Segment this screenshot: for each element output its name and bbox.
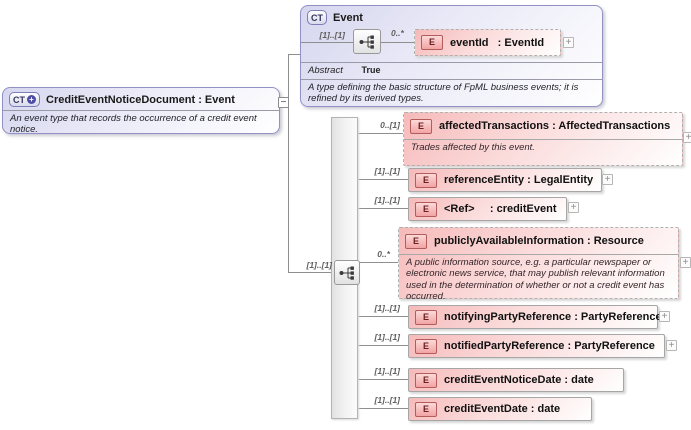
type-name: CreditEventNoticeDocument : Event — [46, 93, 235, 106]
cardinality-label: [1]..[1] — [374, 332, 401, 342]
sequence-glyph — [339, 266, 354, 280]
connector-line — [301, 42, 353, 43]
element-label: referenceEntity : LegalEntity — [444, 174, 594, 186]
element-icon: E — [415, 172, 437, 188]
abstract-value: True — [361, 65, 381, 75]
element-label: creditEventNoticeDate : date — [444, 374, 594, 386]
cardinality-label: 0..[1] — [380, 120, 400, 130]
cardinality-label: [1]..[1] — [374, 166, 401, 176]
element-icon: E — [421, 35, 443, 50]
connector-line — [358, 345, 409, 346]
connector-line — [288, 272, 335, 273]
element-label: notifiedPartyReference : PartyReference — [444, 340, 655, 352]
collapse-button[interactable]: − — [278, 97, 289, 108]
element-icon: E — [415, 372, 437, 388]
element-notifyingPartyReference[interactable]: E notifyingPartyReference : PartyReferen… — [408, 305, 662, 329]
cardinality-label: [1]..[1] — [374, 303, 401, 313]
connector-line — [381, 42, 414, 43]
connector-line — [358, 379, 409, 380]
expand-button[interactable]: + — [680, 257, 691, 268]
cardinality-label: [1]..[1] — [374, 195, 401, 205]
sequence-icon[interactable] — [334, 260, 360, 285]
element-icon: E — [415, 309, 437, 325]
expand-button[interactable]: + — [602, 174, 613, 185]
connector-line — [358, 408, 409, 409]
element-label: eventId : EventId — [450, 36, 545, 49]
complex-type-icon: CT — [307, 10, 327, 25]
cardinality-label: [1]..[1] — [306, 260, 333, 270]
derivation-plus-icon: + — [27, 95, 36, 104]
element-icon: E — [415, 401, 437, 417]
connector-line — [358, 316, 409, 317]
cardinality-label: [1]..[1] — [319, 30, 346, 40]
connector-line — [358, 262, 399, 263]
element-referenceEntity[interactable]: E referenceEntity : LegalEntity — [408, 168, 602, 192]
connector-line — [288, 54, 301, 55]
sequence-icon[interactable] — [353, 29, 381, 54]
element-eventId[interactable]: E eventId : EventId — [414, 29, 561, 56]
derived-complex-type-icon: CT + — [9, 92, 40, 107]
connector-line — [358, 179, 409, 180]
expand-button[interactable]: + — [563, 37, 574, 48]
expand-button[interactable]: + — [568, 202, 579, 213]
expand-button[interactable]: + — [659, 311, 670, 322]
element-annotation: Trades affected by this event. — [404, 139, 682, 156]
complex-type-creditEventNoticeDocument[interactable]: CT + CreditEventNoticeDocument : Event A… — [2, 87, 280, 135]
abstract-label: Abstract — [308, 65, 343, 76]
element-annotation: A public information source, e.g. a part… — [399, 254, 678, 306]
element-label: <Ref> : creditEvent — [444, 203, 557, 215]
expand-button[interactable]: + — [666, 340, 677, 351]
cardinality-label: 0..* — [391, 28, 404, 38]
element-icon: E — [410, 118, 432, 134]
element-label: creditEventDate : date — [444, 403, 561, 415]
element-notifiedPartyReference[interactable]: E notifiedPartyReference : PartyReferenc… — [408, 334, 665, 358]
cardinality-label: [1]..[1] — [374, 366, 401, 376]
element-creditEventNoticeDate[interactable]: E creditEventNoticeDate : date — [408, 368, 624, 392]
element-icon: E — [405, 233, 427, 249]
element-creditEvent-ref[interactable]: E <Ref> : creditEvent — [408, 197, 567, 221]
element-creditEventDate[interactable]: E creditEventDate : date — [408, 397, 592, 421]
type-annotation: An event type that records the occurrenc… — [3, 110, 279, 139]
element-label: notifyingPartyReference : PartyReference — [444, 311, 662, 323]
element-icon: E — [415, 338, 437, 354]
cardinality-label: 0..* — [377, 249, 390, 259]
element-icon: E — [415, 201, 437, 217]
cardinality-label: [1]..[1] — [374, 395, 401, 405]
connector-line — [358, 208, 409, 209]
element-label: publiclyAvailableInformation : Resource — [434, 235, 644, 247]
abstract-row: Abstract True — [301, 62, 602, 78]
complex-type-title-row: CT + CreditEventNoticeDocument : Event — [3, 88, 279, 110]
element-publiclyAvailableInformation[interactable]: E publiclyAvailableInformation : Resourc… — [398, 227, 679, 302]
complex-type-chip-text: CT — [13, 94, 25, 105]
element-affectedTransactions[interactable]: E affectedTransactions : AffectedTransac… — [403, 112, 683, 166]
element-label: affectedTransactions : AffectedTransacti… — [439, 120, 671, 132]
connector-line — [288, 54, 289, 273]
connector-line — [358, 133, 404, 134]
type-annotation: A type defining the basic structure of F… — [301, 79, 602, 108]
complex-type-event[interactable]: CT Event [1]..[1] 0..* E eventId : Event… — [300, 5, 603, 107]
type-name: Event — [333, 11, 363, 24]
sequence-glyph — [359, 35, 374, 49]
expand-button[interactable]: + — [683, 132, 691, 143]
complex-type-title-row: CT Event — [301, 6, 602, 28]
